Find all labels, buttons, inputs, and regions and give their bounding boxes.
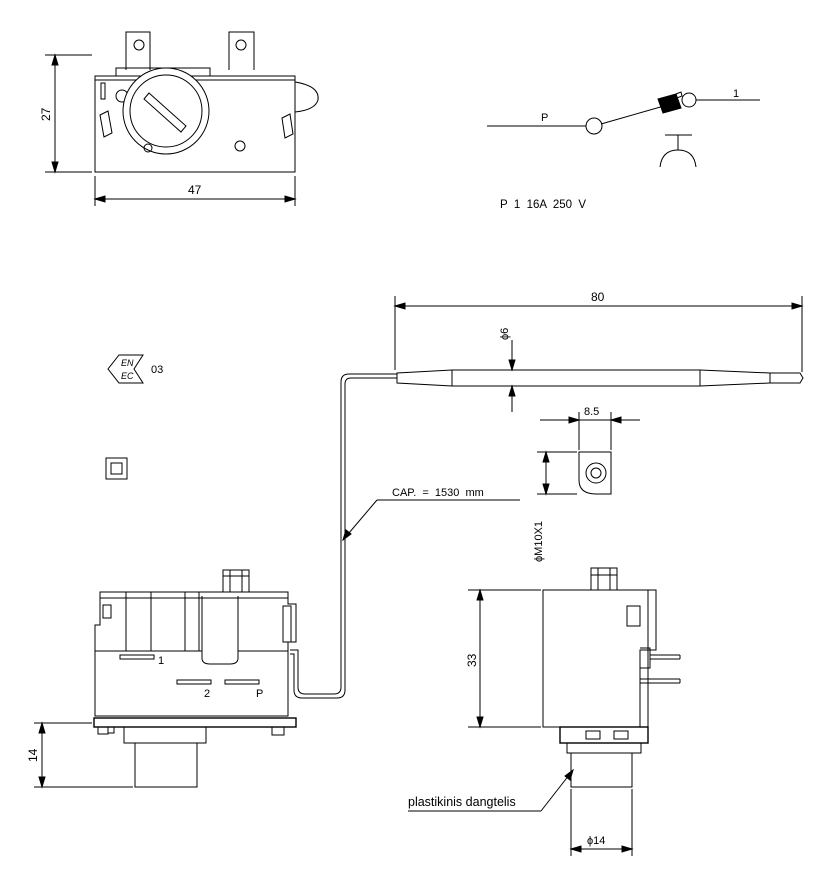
body-height-label: 33 — [465, 653, 479, 667]
cap-callout: plastikinis dangtelis — [408, 768, 574, 812]
front-view — [94, 31, 319, 173]
dim-thread: ϕM10X1 — [533, 450, 577, 562]
terminal-p-label: P — [256, 688, 263, 700]
switch-schematic: P 1 P 1 16A 250 V — [487, 88, 760, 211]
rating-text: P 1 16A 250 V — [500, 199, 586, 211]
double-insulation-symbol — [105, 457, 128, 480]
front-view-bottom — [542, 567, 681, 788]
side-view: 1 2 P — [93, 569, 297, 788]
dim-nut-width: 8.5 — [540, 406, 640, 450]
shaft-diameter-label: ϕ14 — [587, 835, 605, 847]
bulb-diameter-label: ϕ6 — [499, 328, 511, 340]
capillary-tube — [290, 373, 397, 699]
ce-sub: EC — [121, 371, 134, 381]
terminal-1-label: 1 — [158, 655, 164, 667]
switch-actuator — [657, 93, 682, 114]
bulb — [396, 369, 804, 387]
terminal-2-label: 2 — [204, 688, 210, 700]
top-height-label: 27 — [39, 107, 53, 121]
top-width-label: 47 — [188, 183, 202, 197]
shaft-height-label: 14 — [26, 748, 40, 762]
dim-shaft-diameter: ϕ14 — [569, 789, 634, 856]
dim-shaft-height: 14 — [26, 721, 133, 789]
nut-detail — [578, 451, 612, 495]
thread-label: ϕM10X1 — [533, 521, 545, 562]
ce-number: 03 — [151, 364, 163, 376]
contact-1 — [681, 92, 697, 108]
cap-note: plastikinis dangtelis — [408, 795, 516, 809]
ce-mark: EN EC 03 — [107, 354, 163, 384]
schematic-label-1: 1 — [733, 88, 739, 100]
dim-bulb-length: 80 — [393, 290, 804, 372]
dim-bulb-diameter: ϕ6 — [499, 328, 516, 412]
dim-top-width: 47 — [93, 176, 297, 206]
dim-body-height: 33 — [465, 588, 541, 729]
capillary-note: CAP. = 1530 mm — [392, 487, 484, 499]
contact-p — [585, 117, 603, 135]
knob — [122, 67, 210, 155]
bulb-length-label: 80 — [591, 290, 605, 304]
ce-letters: EN — [121, 358, 134, 368]
schematic-label-p: P — [541, 112, 548, 124]
capillary-callout: CAP. = 1530 mm — [342, 487, 520, 542]
dim-top-height: 27 — [39, 53, 92, 174]
nut-width-label: 8.5 — [584, 406, 599, 418]
